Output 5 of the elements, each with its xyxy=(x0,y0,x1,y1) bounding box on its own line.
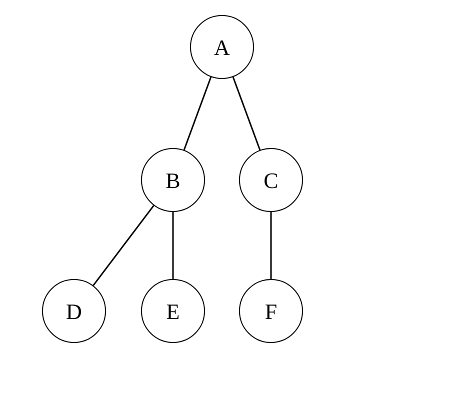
connector-line xyxy=(232,76,261,150)
connector-line xyxy=(172,212,174,279)
connector-line xyxy=(92,205,154,286)
connector-line xyxy=(270,212,272,279)
connector-line xyxy=(183,76,212,150)
